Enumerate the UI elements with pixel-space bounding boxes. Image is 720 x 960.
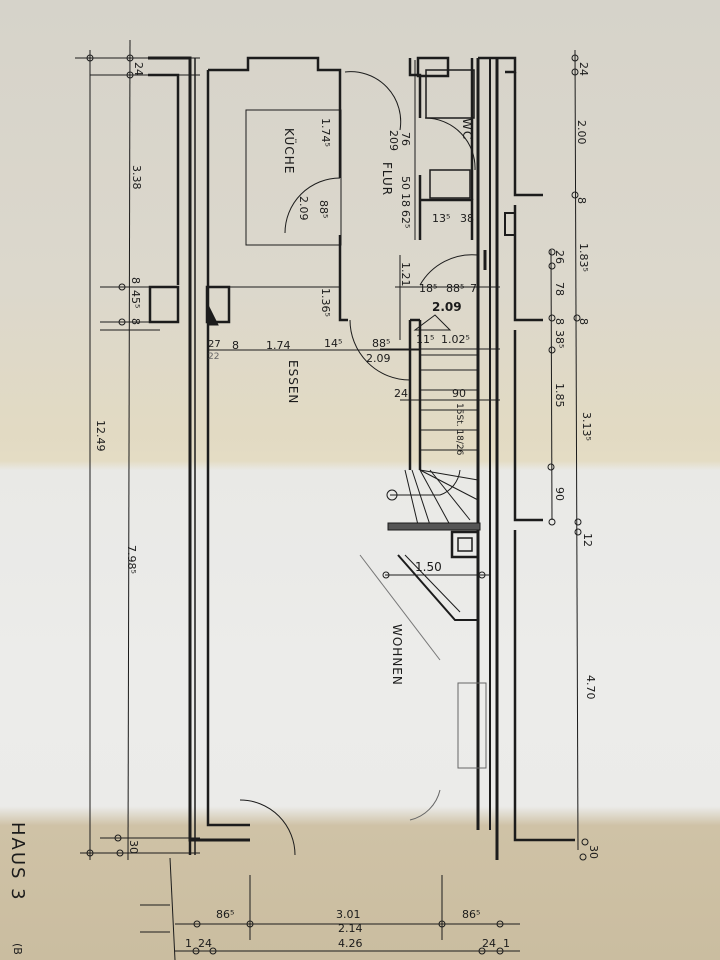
dim-flur-a: 76 [399,132,412,146]
dim-bottom-b: 3.01 [336,908,361,921]
dim-bottom-f: 1 [185,937,192,950]
room-label-flur: FLUR [380,162,394,197]
dim-left-small-b: 45⁵ [129,290,142,309]
dim-flur-e: 62⁵ [399,210,412,229]
dim-kitchen-door-w: 88⁵ [317,200,330,219]
dim-bottom-g: 24 [198,937,212,950]
dim-right-b: 8 [575,197,588,204]
dim-essen-a: 27 [208,339,221,350]
dim-left-kitchen: 3.38 [130,165,143,190]
dim-right-a: 2.00 [575,120,588,145]
dim-flur-b: 209 [387,130,400,151]
dim-bottom-i: 1 [503,937,510,950]
dim-flur-f: 13⁵ [432,212,451,225]
dim-flur-g: 38 [460,212,474,225]
dim-right-e: 78 [553,282,566,296]
dim-stair-a: 18⁵ [419,282,438,295]
dim-stair-door-h: 2.09 [432,300,462,314]
dim-stair-e: 1.02⁵ [441,333,470,346]
dim-essen-b: 22 [208,352,220,362]
dim-stair-d: 11⁵ [416,333,435,346]
dim-right-m: 4.70 [584,675,597,700]
dim-stair-landing: 1.50 [415,560,442,574]
dim-line-left [127,39,131,861]
dim-right-wall-bottom: 30 [587,845,600,859]
dim-right-d: 26 [553,250,566,264]
room-label-kueche: KÜCHE [282,128,296,175]
dim-stair-g: 90 [452,387,466,400]
dim-left-wall-bottom: 30 [127,840,140,854]
dim-kitchen-door-h: 2.09 [297,196,310,221]
room-label-essen: ESSEN [286,360,300,405]
dim-flur-h: 1.21 [399,262,412,287]
dim-right-h: 38⁵ [553,330,566,349]
dim-bottom-e: 86⁵ [462,908,481,921]
dim-essen-c: 8 [232,339,239,352]
dim-left-wall-top: 24 [132,62,145,76]
dim-stair-steps: 15St. 18/26 [454,403,464,456]
dim-stair-f: 24 [394,387,408,400]
dim-right-g: 8 [577,318,590,325]
drawing-title: HAUS 3 [7,822,28,902]
room-label-wohnen: WOHNEN [390,624,404,686]
dim-right-c: 1.83⁵ [577,243,590,272]
dim-flur-c: 50 [399,176,412,190]
dim-right-wall-top: 24 [577,62,590,76]
dim-right-f: 8 [553,318,566,325]
dim-essen-d: 1.74 [266,339,291,352]
dim-stair-b: 88⁵ [446,282,465,295]
room-label-wc: WC [460,118,474,141]
dim-stair-c: 7 [470,282,477,295]
dim-kitchen-lower: 1.36⁵ [319,288,332,317]
dim-bottom-d: 4.26 [338,937,363,950]
drawing-title-suffix: (B [11,943,24,955]
dim-kitchen-depth: 1.74⁵ [319,118,332,147]
dim-essen-g: 2.09 [366,352,391,365]
dim-right-i: 1.85 [553,383,566,408]
dim-left-small-c: 8 [129,318,142,325]
dim-bottom-h: 24 [482,937,496,950]
dim-left-total: 12.49 [94,420,107,452]
dim-right-k: 90 [553,487,566,501]
dim-left-small-a: 8 [129,277,142,284]
dim-essen-e: 14⁵ [324,337,343,350]
dim-bottom-c: 2.14 [338,922,363,935]
dim-right-j: 3.13⁵ [580,412,593,441]
dim-essen-f: 88⁵ [372,337,391,350]
dim-flur-d: 18 [399,193,412,207]
dim-left-lower: 7.98⁵ [125,545,138,574]
dim-right-l: 12 [581,533,594,547]
dim-bottom-a: 86⁵ [216,908,235,921]
